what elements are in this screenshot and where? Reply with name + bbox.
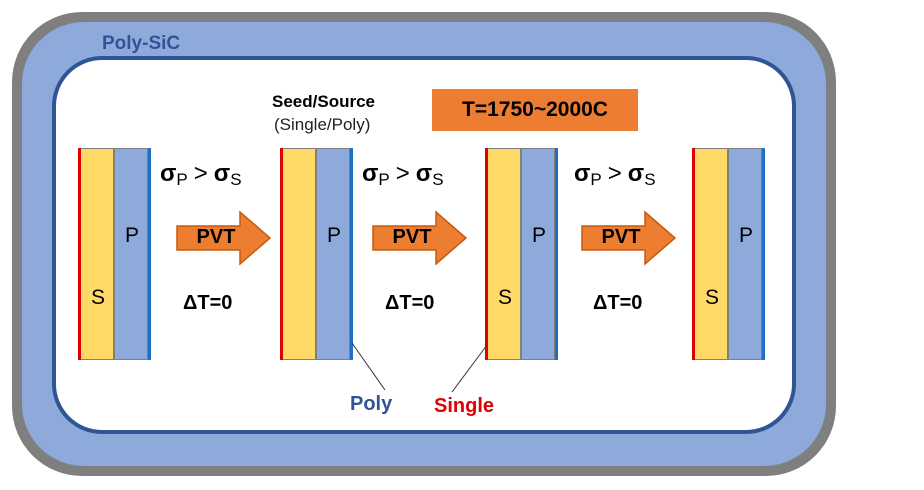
sigma-right: σ bbox=[213, 160, 231, 187]
sigma-left: σ bbox=[160, 160, 177, 187]
greater-than: > bbox=[193, 160, 208, 187]
poly-edge bbox=[148, 148, 151, 360]
seed-source-subtitle: (Single/Poly) bbox=[274, 115, 371, 134]
single-edge bbox=[280, 148, 283, 360]
greater-than: > bbox=[395, 160, 410, 187]
sub-right: S bbox=[432, 170, 444, 189]
sub-left: P bbox=[378, 170, 390, 189]
delta-t-label: ΔT=0 bbox=[385, 292, 435, 314]
poly-edge bbox=[350, 148, 353, 360]
pvt-arrow-1: PVT bbox=[176, 210, 272, 266]
sub-right: S bbox=[230, 170, 242, 189]
poly-edge bbox=[762, 148, 765, 360]
pvt-arrow-2: PVT bbox=[372, 210, 468, 266]
arrow-right-icon bbox=[372, 210, 468, 266]
sigma-left: σ bbox=[362, 160, 379, 187]
pvt-label: PVT bbox=[196, 226, 236, 248]
pvt-label: PVT bbox=[392, 226, 432, 248]
sigma-right: σ bbox=[627, 160, 645, 187]
source-layer bbox=[80, 148, 114, 360]
sigma-right: σ bbox=[415, 160, 433, 187]
source-layer bbox=[694, 148, 728, 360]
delta-t-label: ΔT=0 bbox=[183, 292, 233, 314]
single-edge bbox=[692, 148, 695, 360]
poly-layer bbox=[728, 148, 762, 360]
sub-right: S bbox=[644, 170, 656, 189]
single-edge bbox=[485, 148, 488, 360]
poly-layer bbox=[316, 148, 350, 360]
sub-left: P bbox=[176, 170, 188, 189]
inner-chamber bbox=[52, 56, 796, 434]
greater-than: > bbox=[607, 160, 622, 187]
seed-source-title: Seed/Source bbox=[272, 92, 375, 111]
s-label: S bbox=[705, 286, 720, 309]
sub-left: P bbox=[590, 170, 602, 189]
supersaturation-relation-3: σP>σS bbox=[574, 160, 656, 190]
p-label: P bbox=[125, 224, 140, 247]
source-layer bbox=[487, 148, 521, 360]
sigma-left: σ bbox=[574, 160, 591, 187]
poly-callout-label: Poly bbox=[350, 393, 393, 415]
p-label: P bbox=[532, 224, 547, 247]
poly-layer bbox=[114, 148, 148, 360]
p-label: P bbox=[327, 224, 342, 247]
s-label: S bbox=[91, 286, 106, 309]
supersaturation-relation-1: σP>σS bbox=[160, 160, 242, 190]
pvt-arrow-3: PVT bbox=[581, 210, 677, 266]
single-edge bbox=[78, 148, 81, 360]
arrow-right-icon bbox=[581, 210, 677, 266]
delta-t-label: ΔT=0 bbox=[593, 292, 643, 314]
poly-layer bbox=[521, 148, 555, 360]
pvt-label: PVT bbox=[601, 226, 641, 248]
single-callout-label: Single bbox=[434, 395, 495, 417]
temperature-box: T=1750~2000C bbox=[432, 89, 638, 131]
supersaturation-relation-2: σP>σS bbox=[362, 160, 444, 190]
poly-edge bbox=[555, 148, 558, 360]
arrow-right-icon bbox=[176, 210, 272, 266]
s-label: S bbox=[498, 286, 513, 309]
p-label: P bbox=[739, 224, 754, 247]
frame-title: Poly-SiC bbox=[102, 33, 181, 54]
